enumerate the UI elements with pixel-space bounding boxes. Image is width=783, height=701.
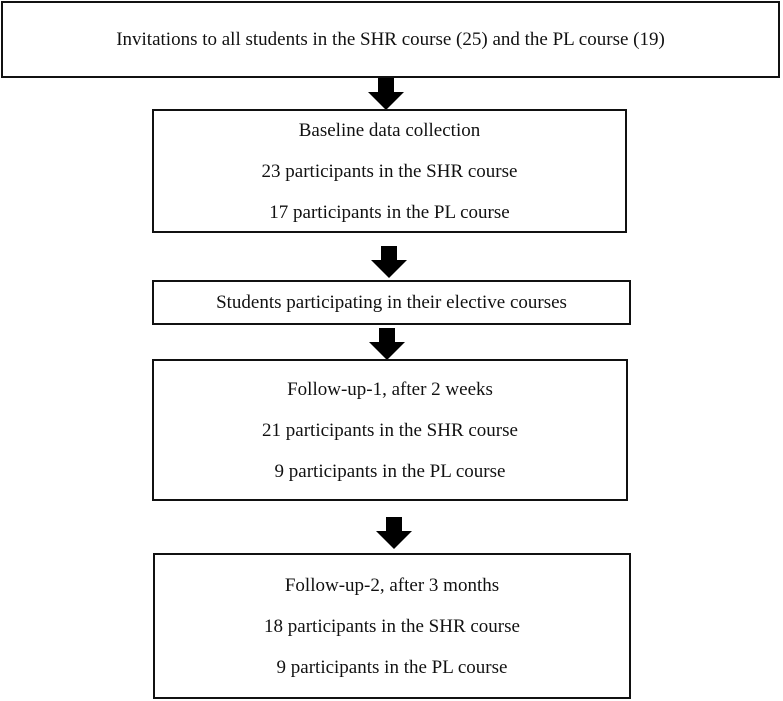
step-invitations-box: Invitations to all students in the SHR c… [1,1,780,78]
step-baseline-pl-count: 17 participants in the PL course [269,201,510,223]
step-follow-up-2-title: Follow-up-2, after 3 months [284,574,500,596]
down-arrow-icon [371,246,407,278]
step-follow-up-1-shr-count: 21 participants in the SHR course [262,419,518,441]
step-elective-courses-box: Students participating in their elective… [152,280,631,325]
down-arrow-icon [368,78,404,110]
step-follow-up-2-box: Follow-up-2, after 3 months 18 participa… [153,553,631,699]
step-invitations-text: Invitations to all students in the SHR c… [116,29,665,50]
down-arrow-icon [369,328,405,360]
step-follow-up-1-title: Follow-up-1, after 2 weeks [287,378,493,400]
step-follow-up-1-box: Follow-up-1, after 2 weeks 21 participan… [152,359,628,501]
step-elective-courses-text: Students participating in their elective… [216,292,567,313]
step-follow-up-2-shr-count: 18 participants in the SHR course [264,615,520,637]
step-baseline-box: Baseline data collection 23 participants… [152,109,627,233]
down-arrow-icon [376,517,412,549]
step-follow-up-2-pl-count: 9 participants in the PL course [276,656,508,678]
step-baseline-shr-count: 23 participants in the SHR course [261,160,518,182]
step-follow-up-1-pl-count: 9 participants in the PL course [274,460,506,482]
step-baseline-title: Baseline data collection [298,119,481,141]
